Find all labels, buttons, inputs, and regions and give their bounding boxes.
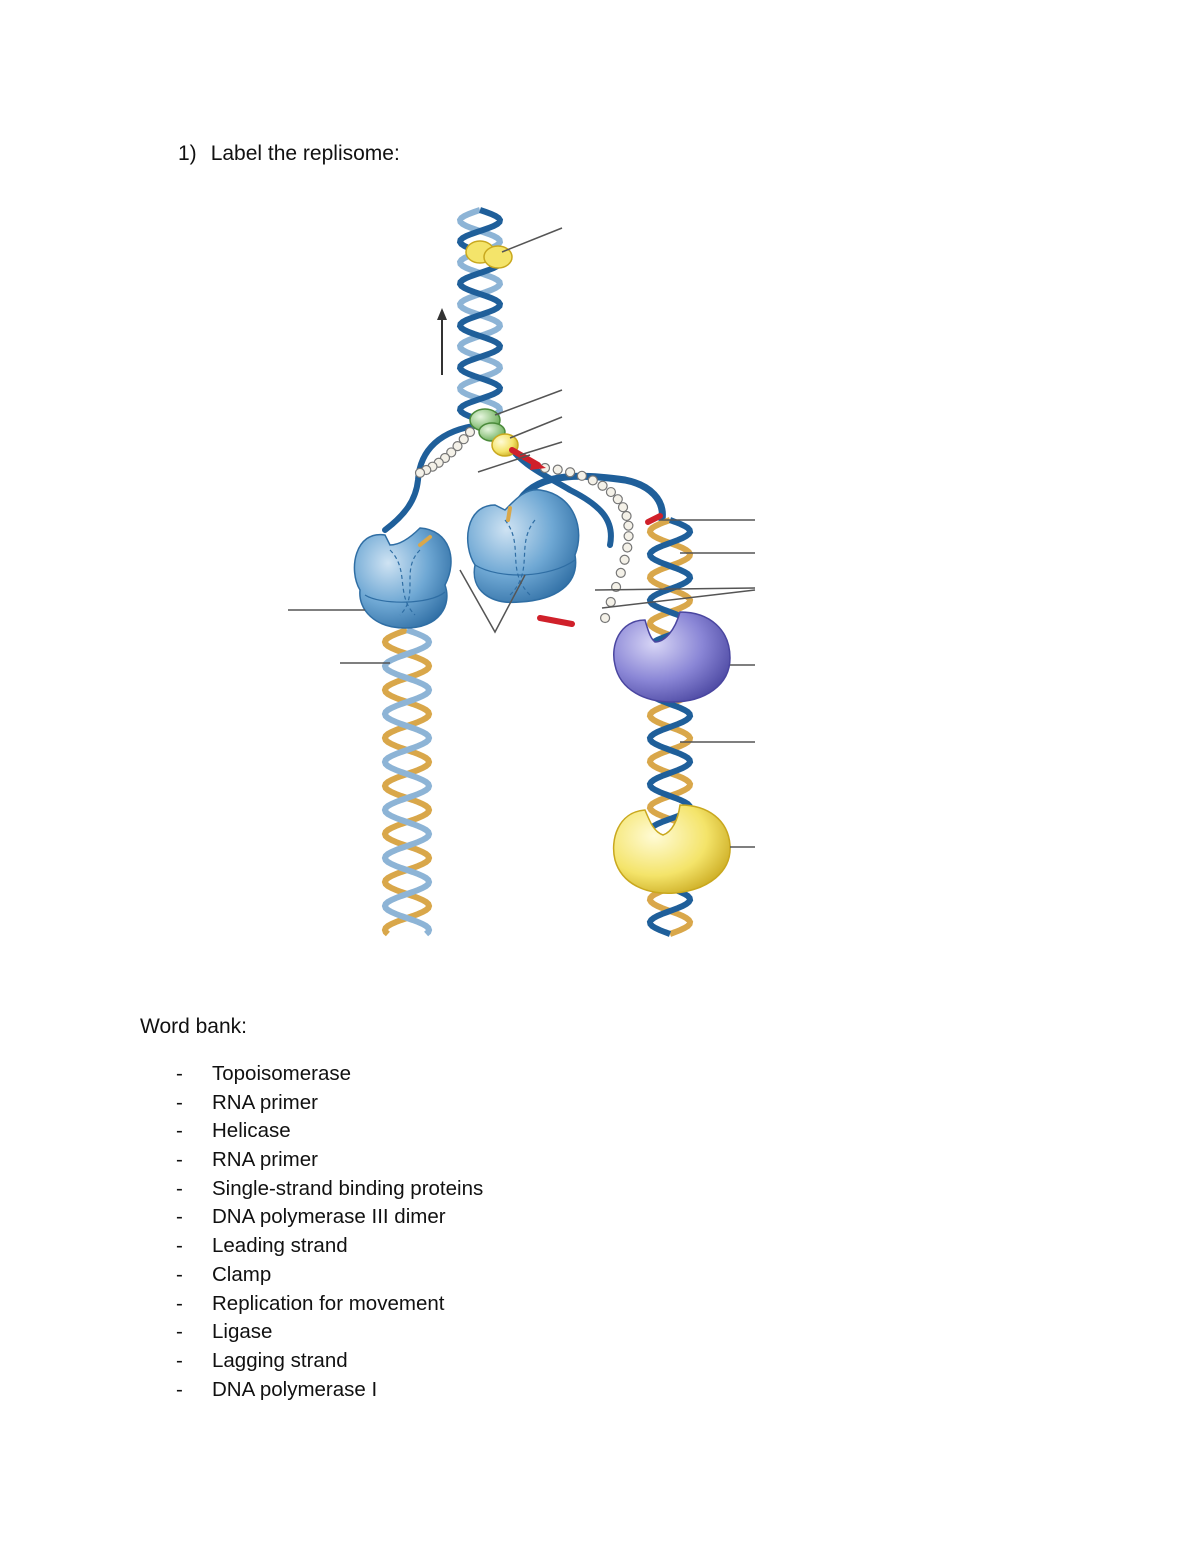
leader-primer-fork [519, 441, 563, 456]
single-strand-binding-proteins [414, 426, 634, 624]
ssb-bead [622, 542, 633, 553]
bullet-dash: - [176, 1320, 183, 1344]
leader-loop-a [594, 587, 756, 591]
ssb-bead [597, 480, 608, 491]
word-bank-term: Clamp [212, 1262, 272, 1286]
primer-arrowhead [530, 459, 546, 470]
question-prompt: Label the replisome: [210, 142, 400, 165]
bullet-dash: - [176, 1205, 183, 1229]
leader-topoisomerase [501, 227, 563, 253]
leading-template-strand [382, 422, 483, 533]
bullet-dash: - [176, 1062, 183, 1085]
word-bank-title: Word bank: [140, 1015, 247, 1038]
parental-dna-helix [456, 207, 504, 423]
ssb-bead [605, 486, 617, 498]
word-bank-term: Leading strand [212, 1234, 348, 1258]
ssb-bead [576, 470, 587, 481]
bullet-dash: - [176, 1176, 183, 1200]
replisome-diagram [288, 207, 756, 937]
dna-ligase [612, 804, 731, 894]
ssb-bead [464, 426, 476, 438]
word-bank-item: - Lagging strand [176, 1347, 483, 1376]
bullet-dash: - [176, 1291, 183, 1315]
ssb-bead [623, 531, 634, 542]
word-bank-term: Ligase [212, 1320, 273, 1344]
ssb-bead [458, 434, 469, 445]
bullet-dash: - [176, 1090, 183, 1114]
ssb-bead [565, 467, 576, 478]
ssb-bead [605, 596, 616, 608]
ssb-bead [414, 467, 426, 478]
ssb-bead [617, 502, 629, 513]
word-bank-list: - Topoisomerase - RNA primer - Helicase - RNA p… [176, 1060, 483, 1404]
rna-primer-top-right [645, 513, 663, 525]
word-bank-item: - Clamp [176, 1261, 483, 1290]
helix-strand-front [456, 207, 504, 423]
word-bank-item: - DNA polymerase I [176, 1376, 483, 1405]
ssb-bead [587, 475, 598, 486]
ssb-bead [552, 464, 563, 475]
bullet-dash: - [176, 1148, 183, 1172]
word-bank-item: - Helicase [176, 1117, 483, 1146]
ssb-bead [623, 520, 634, 531]
ssb-bead [452, 440, 463, 452]
word-bank-item: - Ligase [176, 1318, 483, 1347]
ssb-bead [615, 567, 626, 578]
leader-helicase [494, 389, 563, 416]
helicase [469, 408, 506, 442]
bullet-dash: - [176, 1377, 183, 1401]
ssb-bead [619, 554, 630, 565]
word-bank-term: DNA polymerase III dimer [212, 1205, 446, 1229]
word-bank-term: RNA primer [212, 1148, 318, 1172]
leader-ssb [477, 454, 531, 473]
polymerase-iii-right [467, 489, 580, 604]
question-heading: 1) Label the replisome: [178, 142, 400, 166]
word-bank-term: Replication for movement [212, 1291, 445, 1315]
helix-strand-back [381, 627, 433, 937]
bullet-dash: - [176, 1262, 183, 1286]
word-bank-term: Topoisomerase [212, 1062, 352, 1085]
lagging-strand-loop [516, 472, 666, 524]
ssb-bead [621, 510, 632, 522]
leading-strand-helix [381, 627, 433, 937]
bullet-dash: - [176, 1119, 183, 1143]
word-bank-item: - RNA primer [176, 1146, 483, 1175]
word-bank-term: Helicase [212, 1119, 291, 1143]
polymerase-iii-left [353, 527, 452, 629]
word-bank-term: DNA polymerase I [212, 1377, 378, 1401]
ssb-bead [446, 447, 457, 458]
ssb-bead [612, 494, 623, 505]
question-number: 1) [178, 142, 197, 165]
word-bank-item: - Replication for movement [176, 1290, 483, 1319]
word-bank-term: RNA primer [212, 1090, 318, 1114]
rna-primer-loop [537, 615, 575, 627]
dna-polymerase-i [613, 611, 731, 703]
ssb-bead [599, 612, 611, 624]
bullet-dash: - [176, 1234, 183, 1258]
word-bank-item: - Single-strand binding proteins [176, 1175, 483, 1204]
label-leader-lines [288, 227, 756, 848]
word-bank-item: - Leading strand [176, 1232, 483, 1261]
bullet-dash: - [176, 1348, 183, 1372]
dna-polymerase-iii-dimer [353, 489, 580, 629]
fork-direction-arrow [437, 308, 447, 375]
word-bank-term: Lagging strand [212, 1348, 348, 1372]
topoisomerase [465, 240, 513, 269]
word-bank-item: - Topoisomerase [176, 1060, 483, 1089]
word-bank-item: - RNA primer [176, 1089, 483, 1118]
helix-strand-front [381, 627, 433, 937]
polymerase-connector [459, 569, 526, 634]
word-bank-item: - DNA polymerase III dimer [176, 1203, 483, 1232]
leader-primase [509, 416, 563, 439]
word-bank-term: Single-strand binding proteins [212, 1176, 484, 1200]
leader-loop-b [601, 589, 756, 609]
